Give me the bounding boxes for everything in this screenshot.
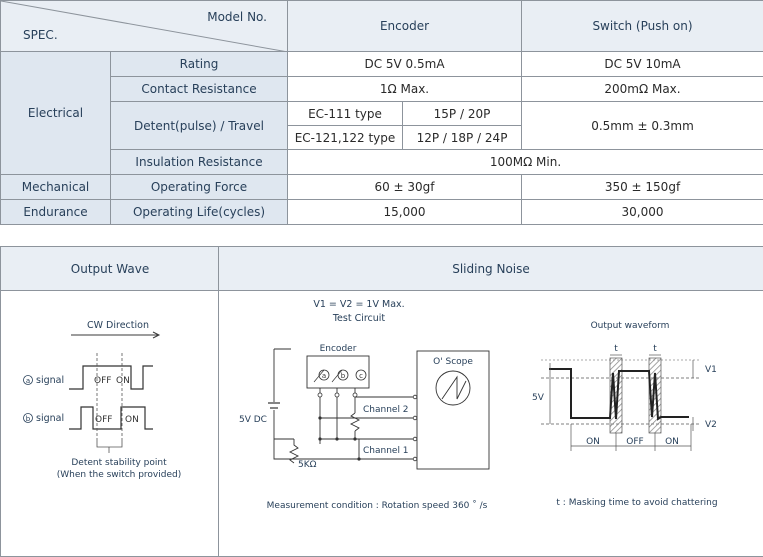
detent-value-2: 12P / 18P / 24P	[403, 126, 522, 150]
wf-t1-label: t	[614, 344, 618, 354]
operating-life-switch: 30,000	[522, 200, 763, 225]
operating-force-switch: 350 ± 150gf	[522, 175, 763, 200]
group-endurance: Endurance	[1, 200, 111, 225]
spec-label: SPEC.	[23, 28, 58, 42]
group-electrical: Electrical	[1, 52, 111, 175]
corner-diagonal	[1, 1, 288, 52]
rating-label: Rating	[111, 52, 288, 77]
measurement-condition: Measurement condition : Rotation speed 3…	[267, 500, 488, 511]
signal-a-on: ON	[116, 376, 130, 386]
scope-label: O' Scope	[433, 357, 473, 367]
sliding-noise-panel: Sliding Noise V1 = V2 = 1V Max. Test Cir…	[218, 246, 763, 557]
switch-column-header: Switch (Push on)	[522, 1, 763, 52]
rating-switch: DC 5V 10mA	[522, 52, 763, 77]
detent-note-line1: Detent stability point	[71, 458, 167, 468]
contact-resistance-label: Contact Resistance	[111, 77, 288, 102]
insulation-label: Insulation Resistance	[111, 150, 288, 175]
group-mechanical: Mechanical	[1, 175, 111, 200]
sliding-noise-diagram: V1 = V2 = 1V Max. Test Circuit 5V DC Enc…	[219, 291, 763, 556]
test-circuit: 5V DC Encoder a b c	[239, 344, 489, 470]
supply-label: 5V DC	[239, 415, 267, 425]
rating-encoder: DC 5V 0.5mA	[288, 52, 522, 77]
resistor-label: 5KΩ	[298, 460, 317, 470]
encoder-column-header: Encoder	[288, 1, 522, 52]
operating-force-encoder: 60 ± 30gf	[288, 175, 522, 200]
signal-a-label: signal	[36, 375, 64, 386]
insulation-value: 100MΩ Min.	[288, 150, 763, 175]
detent-note-line2: (When the switch provided)	[57, 470, 181, 480]
detent-bracket	[97, 439, 122, 447]
scope-box	[417, 351, 489, 469]
channel2-label: Channel 2	[363, 405, 409, 415]
model-spec-corner: Model No. SPEC.	[1, 1, 288, 52]
contact-resistance-switch: 200mΩ Max.	[522, 77, 763, 102]
wf-t2-label: t	[653, 344, 657, 354]
cw-direction-label: CW Direction	[87, 320, 149, 331]
masking-note: t : Masking time to avoid chattering	[556, 498, 717, 508]
pin-a-label: a	[322, 372, 326, 380]
test-circuit-label: Test Circuit	[332, 313, 386, 324]
detent-switch-travel: 0.5mm ± 0.3mm	[522, 102, 763, 150]
operating-force-label: Operating Force	[111, 175, 288, 200]
output-wave-title: Output Wave	[1, 247, 219, 291]
wf-5v-label: 5V	[532, 393, 545, 403]
signal-b-label: signal	[36, 413, 64, 424]
channel1-label: Channel 1	[363, 446, 409, 456]
operating-life-label: Operating Life(cycles)	[111, 200, 288, 225]
wf-v1-label: V1	[705, 365, 717, 375]
scope-screen	[436, 371, 470, 405]
contact-resistance-encoder: 1Ω Max.	[288, 77, 522, 102]
signal-a-mark: a	[26, 377, 30, 385]
output-wave-diagram: CW Direction a signal OFF ON b signal OF…	[1, 291, 219, 556]
signal-b-on: ON	[125, 415, 139, 425]
signal-b-off: OFF	[95, 415, 112, 425]
wf-on1-label: ON	[586, 437, 600, 447]
output-wave-panel: Output Wave CW Direction a signal OFF ON…	[0, 246, 219, 557]
signal-b-mark: b	[26, 415, 31, 423]
detent-type-1: EC-111 type	[288, 102, 403, 126]
detent-type-2: EC-121,122 type	[288, 126, 403, 150]
wf-v2-label: V2	[705, 420, 717, 430]
detent-value-1: 15P / 20P	[403, 102, 522, 126]
output-waveform-title: Output waveform	[591, 321, 670, 331]
encoder-label: Encoder	[320, 344, 357, 354]
detent-label: Detent(pulse) / Travel	[111, 102, 288, 150]
sliding-noise-title: Sliding Noise	[219, 247, 763, 291]
pin-b-label: b	[341, 372, 346, 380]
wf-on2-label: ON	[665, 437, 679, 447]
noise-spec-line: V1 = V2 = 1V Max.	[313, 299, 404, 310]
pin-c-label: c	[359, 372, 363, 380]
output-waveform: 5V t t V1 V2 ON OFF ON	[532, 344, 717, 451]
wf-off-label: OFF	[626, 437, 643, 447]
spec-table: Model No. SPEC. Encoder Switch (Push on)…	[0, 0, 763, 225]
model-no-label: Model No.	[207, 10, 267, 24]
operating-life-encoder: 15,000	[288, 200, 522, 225]
